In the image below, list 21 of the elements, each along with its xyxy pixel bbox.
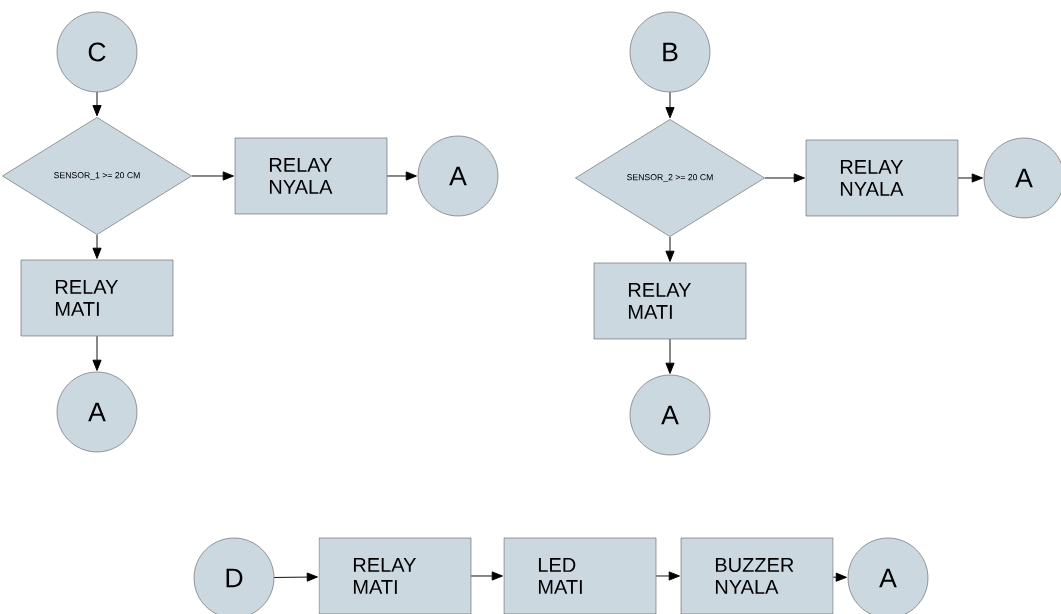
arrow (832, 572, 847, 582)
arrow (665, 236, 675, 262)
arrow (191, 171, 234, 181)
process-box: RELAY MATI (318, 537, 472, 614)
arrow (957, 173, 983, 183)
arrow (655, 571, 680, 581)
arrow (665, 338, 675, 374)
process-box: RELAY MATI (20, 259, 174, 337)
arrow (665, 91, 675, 119)
arrow (92, 91, 102, 117)
arrow (92, 234, 102, 259)
arrow (92, 335, 102, 371)
process-box: RELAY NYALA (805, 139, 959, 217)
arrow (764, 173, 805, 183)
process-box: LED MATI (503, 537, 657, 614)
arrow (273, 572, 318, 582)
arrow (386, 171, 417, 181)
arrow (470, 571, 503, 581)
process-box: BUZZER NYALA (680, 537, 834, 614)
process-box: RELAY NYALA (234, 137, 388, 215)
process-box: RELAY MATI (593, 262, 747, 340)
